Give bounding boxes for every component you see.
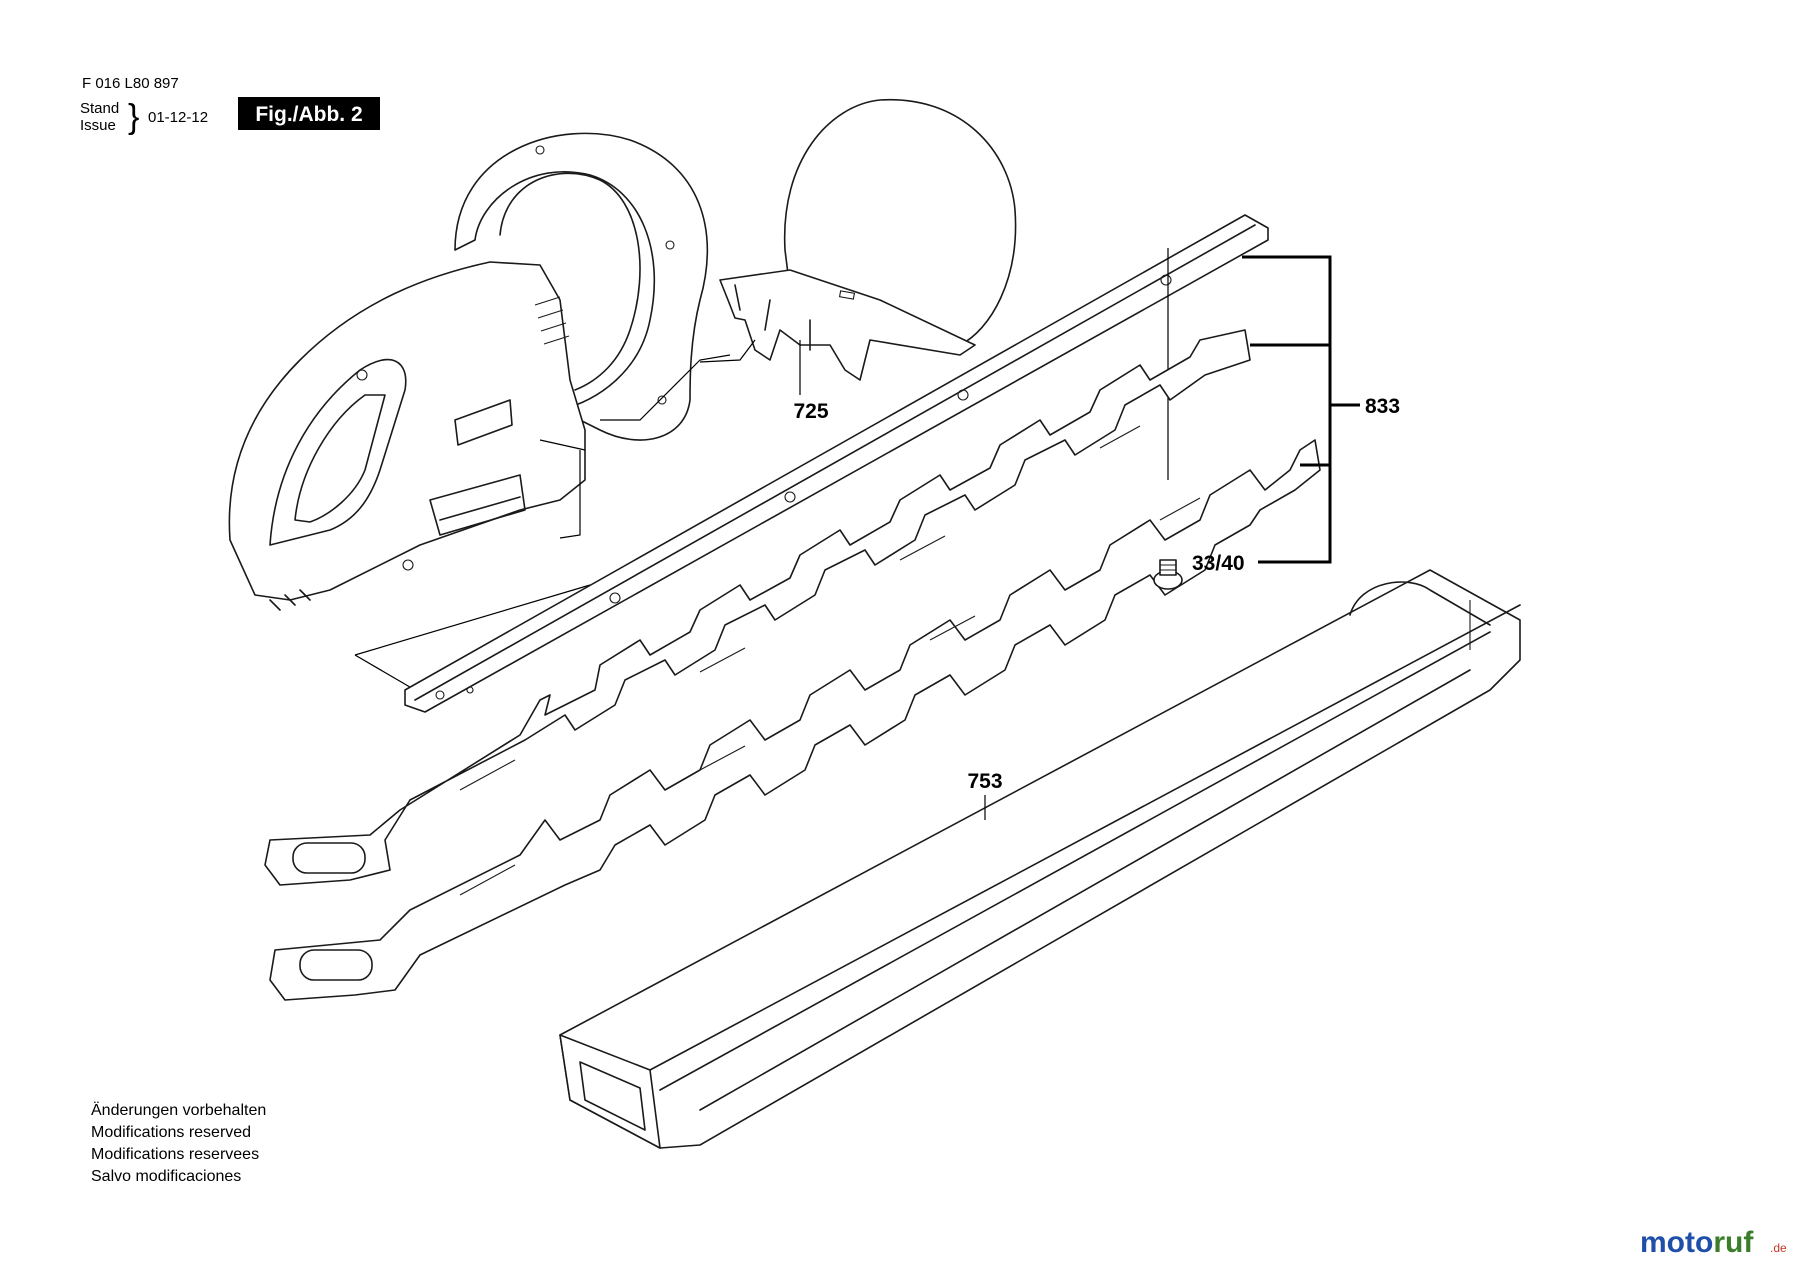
hand-guard-725-part: 725 (699, 98, 1017, 423)
upper-blade-part (264, 329, 1251, 886)
vent-slots (534, 296, 570, 345)
lower-blade (269, 439, 1321, 1001)
note-es: Salvo modificaciones (91, 1168, 241, 1185)
front-handle-grip (269, 358, 407, 546)
note-de: Änderungen vorbehalten (91, 1101, 266, 1119)
note-en: Modifications reserved (91, 1124, 251, 1141)
callout-753: 753 (967, 770, 1002, 793)
blade-guide-rail-part (404, 214, 1269, 713)
upper-blade (264, 329, 1251, 886)
hand-guard-shield (783, 98, 1017, 346)
figure-label-box (238, 97, 380, 130)
main-body-shell (228, 261, 586, 601)
lower-blade-part (269, 439, 1321, 1001)
stand-label: Stand (80, 100, 119, 117)
note-fr: Modifications reservees (91, 1146, 259, 1163)
assembly-bracket-833: 833 (1242, 255, 1400, 564)
watermark-brand: motoruf (1640, 1226, 1754, 1259)
blade-sheath-753-part: 753 (559, 569, 1521, 1149)
rear-handle-loop (454, 132, 709, 441)
header: F 016 L80 897 Stand Issue } 01-12-12 Fig… (80, 75, 380, 136)
callout-725: 725 (793, 400, 828, 423)
housing-leader (354, 584, 591, 691)
callout-33-40: 33/40 (1192, 552, 1245, 575)
issue-label: Issue (80, 117, 116, 134)
watermark-logo: motoruf .de (1640, 1226, 1787, 1259)
issue-date: 01-12-12 (148, 109, 208, 126)
callout-833: 833 (1365, 395, 1400, 418)
hand-guard-base (719, 269, 976, 381)
watermark-tld: .de (1770, 1241, 1787, 1255)
modification-notes: Änderungen vorbehalten Modifications res… (91, 1101, 266, 1185)
screw-33-40-part: 33/40 (1153, 552, 1245, 590)
doc-number: F 016 L80 897 (82, 75, 179, 92)
motor-housing-part (228, 132, 731, 611)
brace-glyph: } (128, 98, 139, 136)
figure-label: Fig./Abb. 2 (255, 103, 362, 126)
